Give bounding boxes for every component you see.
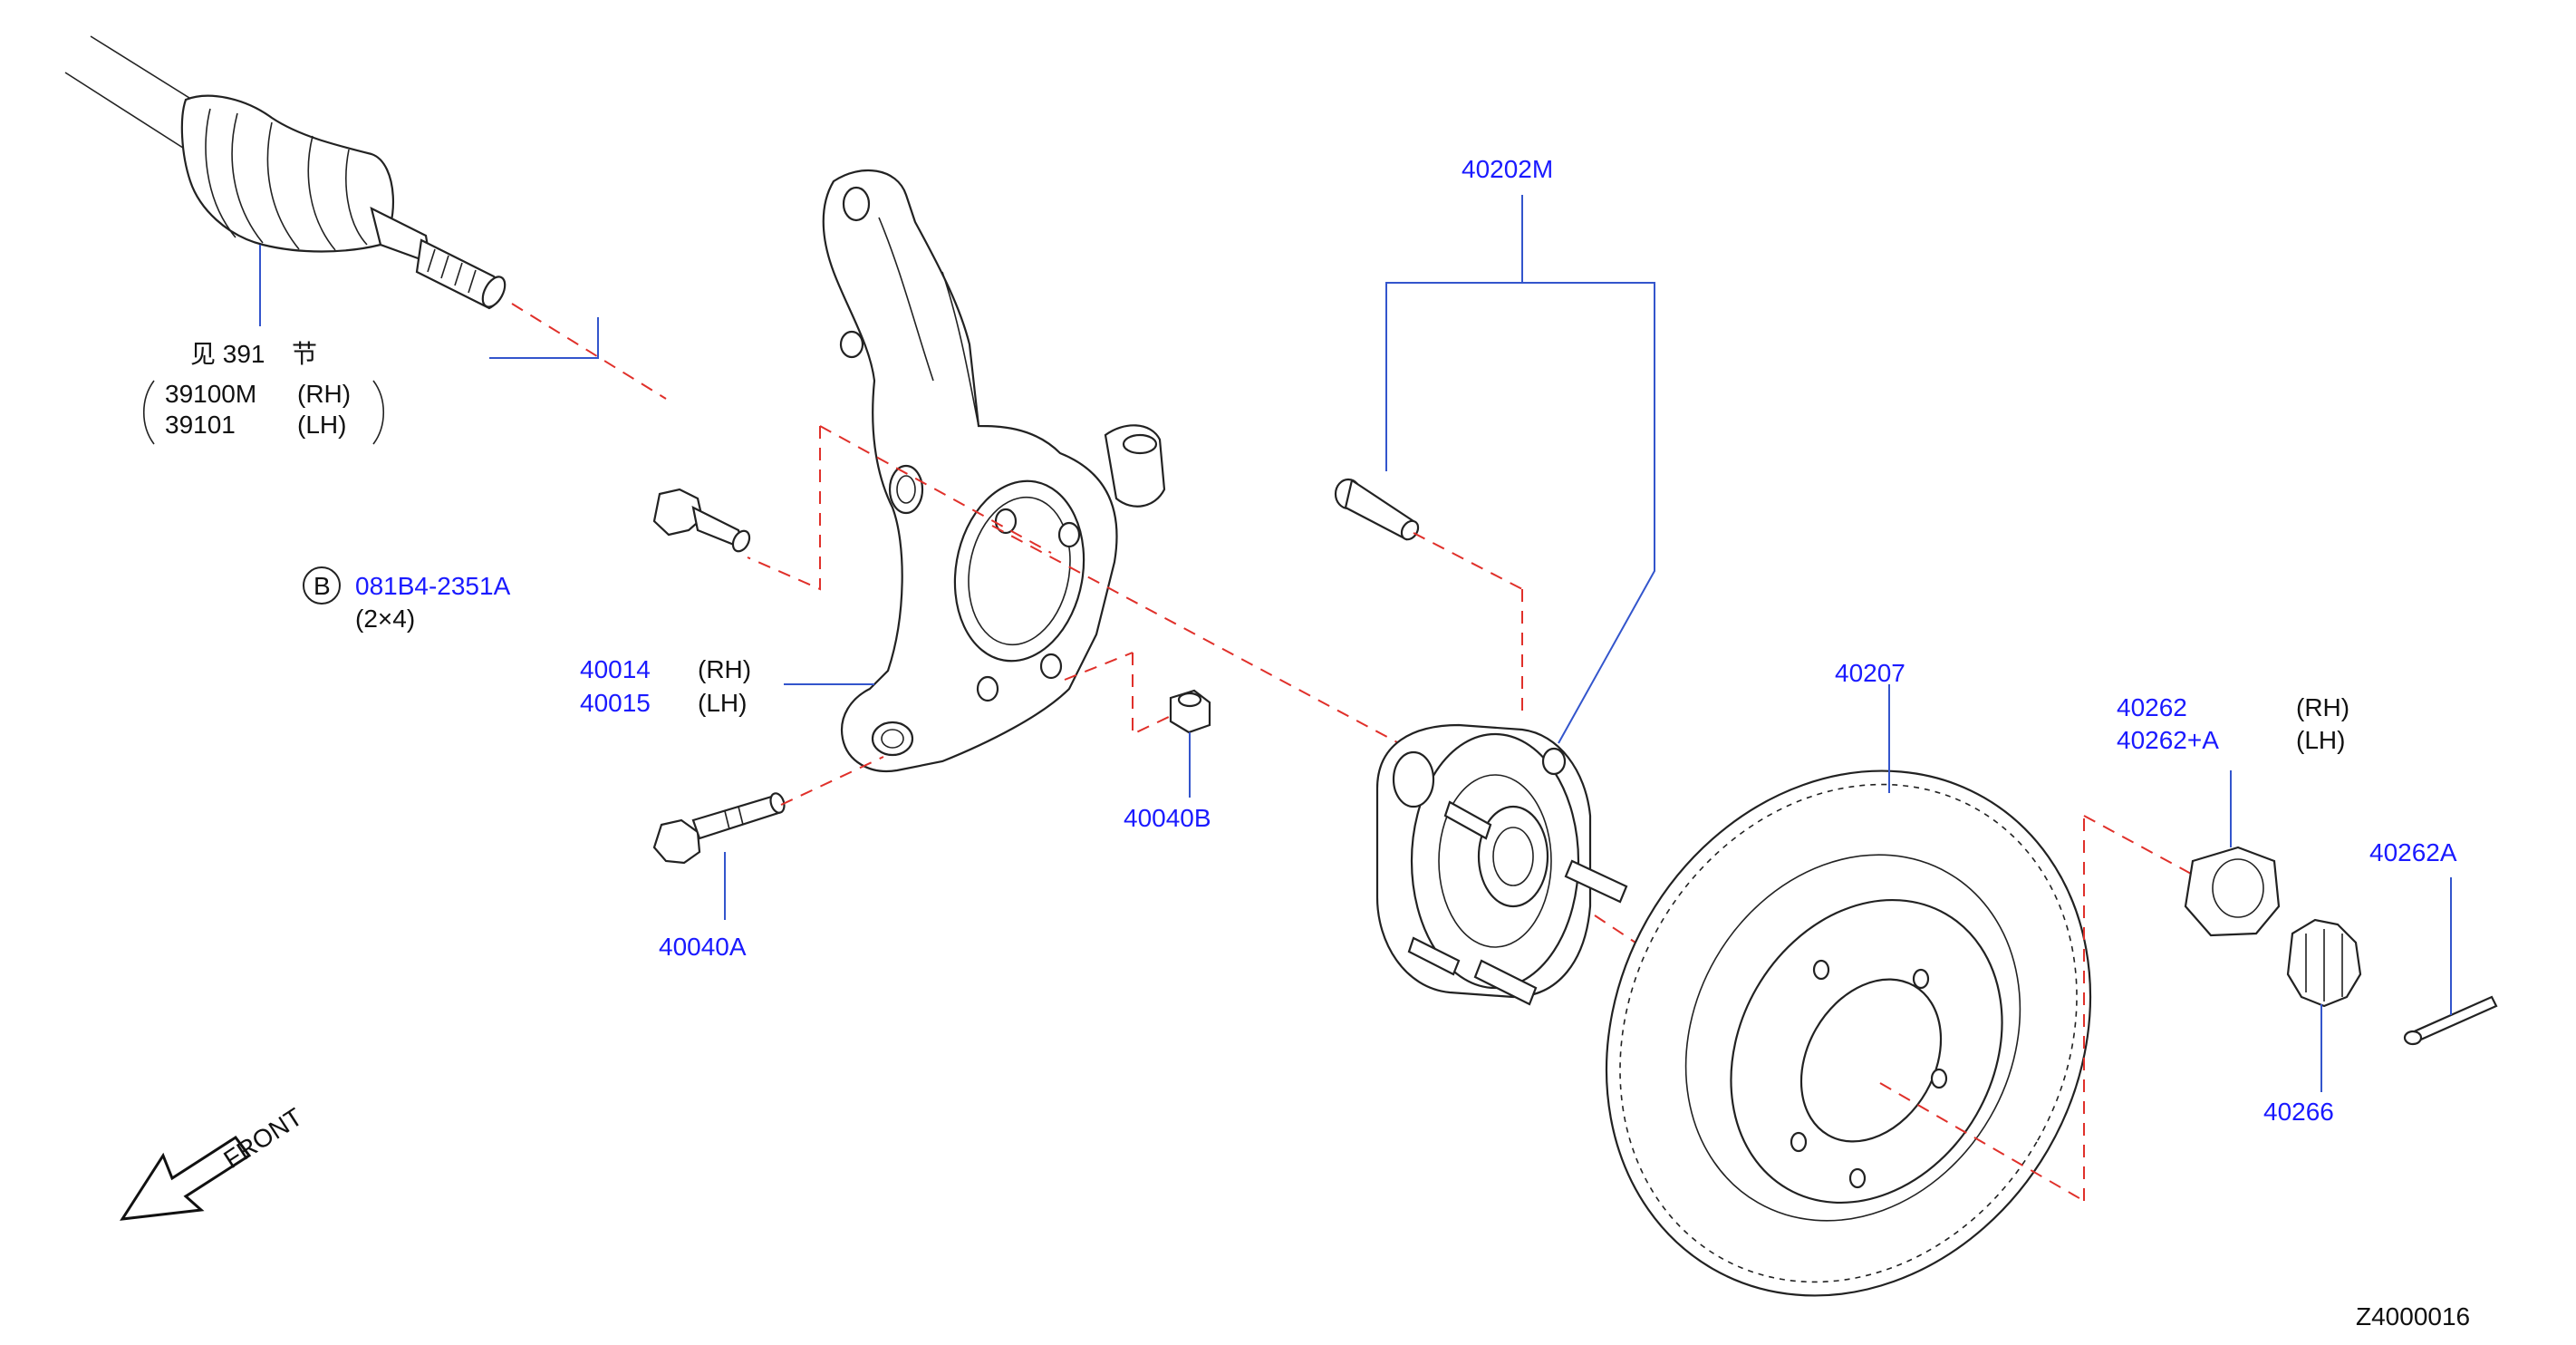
hub-nut-lh-part-number[interactable]: 40262+A xyxy=(2117,726,2219,754)
bolt-b-qty: (2×4) xyxy=(355,605,415,633)
rotor-part-number[interactable]: 40207 xyxy=(1835,659,1905,687)
hub-nut-lh-side: (LH) xyxy=(2296,726,2345,754)
hub-nut-rh-side: (RH) xyxy=(2296,693,2349,721)
bolt-b-part-number[interactable]: 081B4-2351A xyxy=(355,572,511,600)
knuckle-lh-part-number[interactable]: 40015 xyxy=(580,689,651,717)
nut-b-part-number[interactable]: 40040B xyxy=(1124,804,1211,832)
knuckle-lh-side: (LH) xyxy=(698,689,747,717)
hub-nut[interactable] xyxy=(2184,846,2281,937)
knuckle-rh-part-number[interactable]: 40014 xyxy=(580,655,651,683)
hub-nut-rh-part-number[interactable]: 40262 xyxy=(2117,693,2187,721)
cap-part-number[interactable]: 40266 xyxy=(2263,1098,2334,1126)
bolt-b-badge: B xyxy=(314,572,331,600)
drive-shaft-see-suffix: 节 xyxy=(292,340,317,368)
knuckle-bolt-b[interactable] xyxy=(652,488,753,554)
drive-shaft-rh-side: (RH) xyxy=(297,380,351,408)
drive-shaft-see-text: 见 391 xyxy=(190,340,265,368)
nut-cap[interactable] xyxy=(2286,918,2362,1008)
drive-shaft-rh-part: 39100M xyxy=(165,380,256,408)
cotter-pin[interactable] xyxy=(2403,995,2498,1046)
cotter-pin-part-number[interactable]: 40262A xyxy=(2369,838,2457,866)
drive-shaft[interactable] xyxy=(64,35,509,311)
hub-part-number[interactable]: 40202M xyxy=(1462,155,1553,183)
drive-shaft-lh-part: 39101 xyxy=(165,411,236,439)
wheel-stud[interactable] xyxy=(1334,478,1422,543)
knuckle-bolt-a[interactable] xyxy=(652,791,786,865)
steering-knuckle[interactable] xyxy=(822,169,1166,773)
b-badge-icon xyxy=(303,566,341,605)
knuckle-rh-side: (RH) xyxy=(698,655,751,683)
drive-shaft-lh-side: (LH) xyxy=(297,411,346,439)
knuckle-nut-b[interactable] xyxy=(1169,689,1211,734)
front-arrow-icon xyxy=(120,1135,252,1221)
hub-bearing[interactable] xyxy=(1375,723,1628,1006)
diagram-id: Z4000016 xyxy=(2356,1302,2470,1330)
bolt-a-part-number[interactable]: 40040A xyxy=(659,933,747,961)
brake-rotor[interactable] xyxy=(1512,682,2185,1345)
